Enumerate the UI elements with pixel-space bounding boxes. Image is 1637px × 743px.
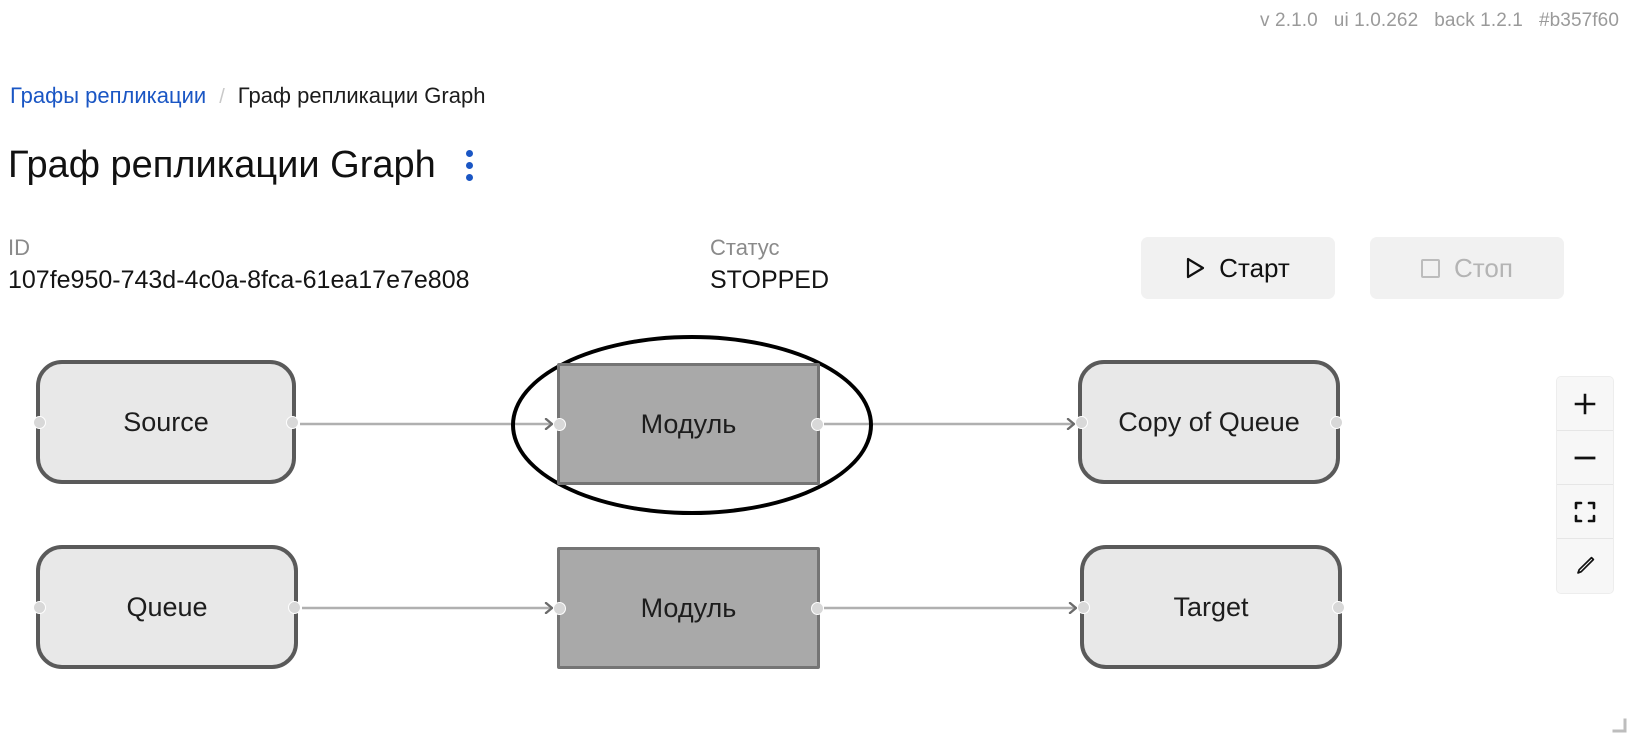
version-bar: v 2.1.0 ui 1.0.262 back 1.2.1 #b357f60 [1260, 10, 1619, 32]
start-button[interactable]: Старт [1141, 237, 1335, 299]
breadcrumb-separator: / [219, 86, 225, 108]
graph-node-queue[interactable]: Queue [33, 545, 301, 669]
graph-node-label: Модуль [640, 408, 737, 439]
graph-status-field: Статус STOPPED [710, 232, 829, 298]
graph-status-label: Статус [710, 235, 780, 260]
start-button-label: Старт [1219, 252, 1290, 283]
app-version: v 2.1.0 [1260, 10, 1318, 31]
graph-node-module-top[interactable]: Модуль [553, 363, 824, 485]
graph-node-copy-of-queue[interactable]: Copy of Queue [1075, 360, 1343, 484]
action-buttons: Старт Стоп [1141, 237, 1564, 299]
graph-id-label: ID [8, 235, 30, 260]
breadcrumb: Графы репликации / Граф репликации Graph [10, 83, 485, 109]
status-badge: STOPPED [710, 265, 830, 294]
graph-node-label: Target [1173, 591, 1249, 622]
stop-button[interactable]: Стоп [1370, 237, 1564, 299]
node-handle-right[interactable] [1330, 415, 1343, 429]
commit-hash: #b357f60 [1538, 10, 1619, 31]
meta-row: ID 107fe950-743d-4c0a-8fca-61ea17e7e808 … [8, 232, 1564, 312]
fit-screen-icon [1573, 500, 1597, 524]
graph-node-label: Source [123, 406, 209, 437]
node-handle-left[interactable] [553, 417, 566, 431]
graph-node-label: Queue [126, 591, 208, 622]
edit-button[interactable] [1557, 539, 1613, 593]
kebab-dot [465, 174, 473, 182]
graph-id-value: 107fe950-743d-4c0a-8fca-61ea17e7e808 [8, 265, 470, 294]
graph-node-target[interactable]: Target [1077, 545, 1345, 669]
node-handle-left[interactable] [1077, 600, 1090, 614]
breadcrumb-current: Граф репликации Graph [237, 83, 486, 108]
node-handle-right[interactable] [1332, 600, 1345, 614]
zoom-out-button[interactable] [1557, 431, 1613, 485]
zoom-in-button[interactable] [1557, 377, 1613, 431]
back-version: back 1.2.1 [1434, 10, 1523, 31]
stop-button-label: Стоп [1454, 252, 1513, 283]
kebab-menu-icon[interactable] [458, 146, 481, 185]
graph-id-field: ID 107fe950-743d-4c0a-8fca-61ea17e7e808 [8, 232, 470, 298]
canvas-resize-handle[interactable] [1611, 717, 1629, 735]
graph-edges-layer [300, 320, 1637, 743]
node-handle-left[interactable] [33, 600, 46, 614]
stop-square-icon [1421, 258, 1441, 278]
kebab-dot [465, 150, 473, 158]
kebab-dot [465, 162, 473, 170]
graph-node-label: Модуль [640, 592, 737, 623]
edge-group [300, 424, 1076, 608]
breadcrumb-link-replication-graphs[interactable]: Графы репликации [10, 83, 207, 108]
node-handle-right[interactable] [286, 415, 299, 429]
title-row: Граф репликации Graph [8, 144, 481, 186]
graph-node-module-bottom[interactable]: Модуль [553, 547, 824, 669]
node-handle-right[interactable] [811, 601, 824, 615]
graph-canvas[interactable]: Source Модуль Copy of Queue Queue Модуль [0, 320, 1637, 743]
play-icon [1186, 257, 1205, 279]
fit-view-button[interactable] [1557, 485, 1613, 539]
graph-node-label: Copy of Queue [1118, 406, 1300, 437]
minus-icon [1572, 445, 1598, 471]
pencil-icon [1573, 554, 1597, 578]
graph-node-source[interactable]: Source [33, 360, 299, 484]
node-handle-left[interactable] [1075, 415, 1088, 429]
graph-tool-panel [1557, 377, 1613, 593]
plus-icon [1572, 391, 1598, 417]
node-handle-right[interactable] [811, 417, 824, 431]
node-handle-right[interactable] [288, 600, 301, 614]
node-handle-left[interactable] [33, 415, 46, 429]
node-handle-left[interactable] [553, 601, 566, 615]
page-title: Граф репликации Graph [8, 144, 436, 186]
ui-version: ui 1.0.262 [1333, 10, 1419, 31]
